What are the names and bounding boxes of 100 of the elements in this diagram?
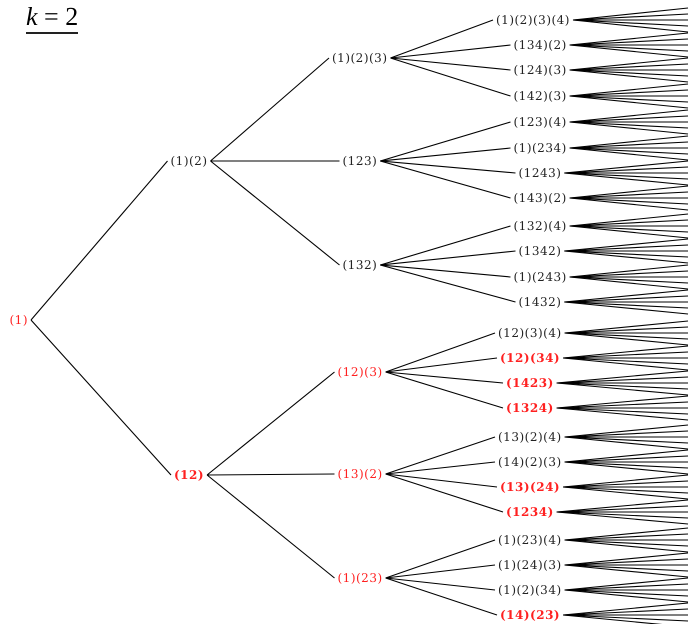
permutation-label: (1)(24)(3) — [497, 558, 563, 572]
branch-line — [570, 44, 688, 58]
permutation-label: (143)(2) — [512, 191, 568, 205]
tree-edge — [30, 320, 172, 476]
title: k = 2 — [26, 2, 78, 34]
permutation-label: (123) — [342, 154, 378, 168]
tree-edge — [380, 147, 511, 162]
permutation-label: (1234) — [505, 505, 555, 519]
branch-line — [564, 577, 688, 591]
tree-edge — [385, 577, 498, 616]
branch-line — [563, 345, 688, 359]
branch-line — [556, 401, 688, 409]
tree-edge — [386, 473, 498, 488]
branch-line — [570, 89, 688, 97]
branch-line — [570, 264, 688, 278]
branch-line — [563, 486, 688, 500]
branch-line — [572, 19, 688, 33]
branch-line — [570, 115, 688, 123]
branch-line — [570, 270, 688, 278]
branch-line — [570, 225, 688, 239]
permutation-label: (1)(2)(34) — [497, 583, 563, 597]
permutation-label: (1)(243) — [512, 270, 568, 284]
tree-edge — [385, 473, 504, 513]
permutation-label: (14)(2)(3) — [497, 455, 563, 469]
permutation-label: (142)(3) — [512, 89, 568, 103]
branch-line — [564, 436, 688, 450]
permutation-label: (1)(2)(3)(4) — [495, 13, 571, 27]
permutation-label: (13)(24) — [499, 480, 562, 494]
permutation-label: (1)(234) — [512, 141, 568, 155]
branch-line — [572, 7, 688, 21]
tree-edge — [385, 332, 496, 373]
permutation-label: (1)(2)(3) — [331, 51, 388, 65]
branch-line — [570, 109, 688, 123]
branch-line — [556, 511, 688, 525]
tree-edge — [386, 357, 498, 373]
tree-edge — [380, 121, 511, 162]
permutation-label: (132)(4) — [512, 219, 568, 233]
tree-edge — [380, 264, 516, 303]
permutation-label: (1)(23) — [336, 571, 384, 585]
branch-line — [564, 332, 688, 346]
branch-line — [570, 276, 688, 290]
tree-edge — [380, 225, 511, 266]
branch-line — [570, 147, 688, 161]
branch-line — [564, 250, 688, 264]
branch-line — [570, 38, 688, 46]
tree-edge — [380, 250, 516, 266]
branch-line — [564, 172, 688, 186]
permutation-label: (1324) — [505, 401, 555, 415]
branch-line — [570, 32, 688, 46]
branch-line — [564, 289, 688, 303]
branch-line — [564, 539, 688, 553]
tree-edge — [207, 473, 334, 476]
branch-line — [570, 135, 688, 149]
branch-line — [570, 185, 688, 199]
branch-line — [570, 197, 688, 211]
tree-edge — [386, 564, 496, 579]
permutation-label: (13)(2) — [336, 467, 384, 481]
branch-line — [564, 320, 688, 334]
permutation-label: (124)(3) — [512, 63, 568, 77]
tree-edge — [386, 461, 496, 475]
branch-line — [570, 95, 688, 109]
permutation-label: (134)(2) — [512, 38, 568, 52]
branch-line — [570, 141, 688, 149]
permutation-label: (123)(4) — [512, 115, 568, 129]
permutation-label: (12)(34) — [499, 351, 562, 365]
permutation-label: (1) — [8, 313, 29, 327]
tree-edge — [380, 160, 516, 174]
branch-line — [570, 57, 688, 71]
branch-line — [556, 407, 688, 421]
branch-line — [556, 499, 688, 513]
permutation-label: (1)(23)(4) — [497, 533, 563, 547]
tree-edge — [390, 57, 511, 97]
permutation-label: (12)(3) — [336, 365, 384, 379]
branch-line — [570, 121, 688, 135]
branch-line — [564, 589, 688, 603]
tree-edge — [210, 58, 330, 162]
tree-edge — [385, 436, 496, 475]
branch-line — [570, 69, 688, 83]
permutation-label: (12) — [173, 468, 206, 482]
branch-line — [564, 449, 688, 463]
permutation-label: (14)(23) — [499, 608, 562, 622]
tree-edge — [385, 371, 504, 409]
tree-edge — [206, 474, 335, 578]
branch-line — [564, 160, 688, 174]
tree-edge — [390, 19, 494, 59]
branch-line — [556, 505, 688, 513]
tree-edge — [30, 160, 168, 320]
branch-line — [564, 238, 688, 252]
permutation-label: (12)(3)(4) — [497, 326, 563, 340]
tree-edge — [385, 539, 496, 579]
branch-line — [564, 564, 688, 578]
branch-line — [570, 63, 688, 71]
branch-line — [563, 602, 688, 616]
tree-edge — [386, 371, 504, 384]
branch-line — [556, 370, 688, 384]
branch-line — [556, 395, 688, 409]
branch-line — [564, 552, 688, 566]
branch-line — [570, 213, 688, 227]
permutation-label: (1423) — [505, 376, 555, 390]
permutation-label: (1243) — [518, 166, 562, 180]
